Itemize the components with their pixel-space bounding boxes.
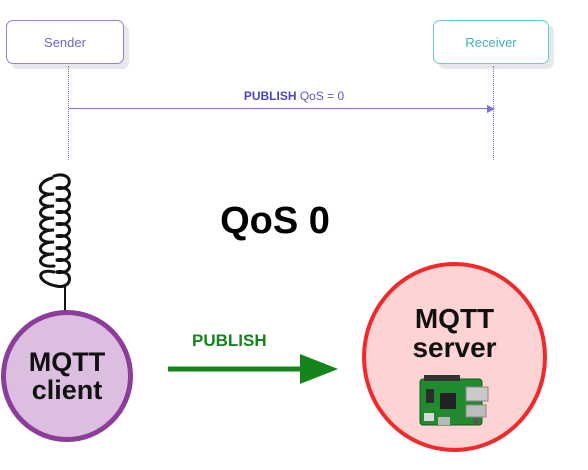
publish-arrow-label: PUBLISH xyxy=(192,331,267,350)
message-rest: QoS = 0 xyxy=(296,89,345,103)
client-line2: client xyxy=(31,375,103,405)
qos-title: QoS 0 xyxy=(220,200,330,242)
receiver-label: Receiver xyxy=(465,34,517,50)
sender-label: Sender xyxy=(44,34,86,50)
server-line1: MQTT xyxy=(414,303,495,334)
client-line1: MQTT xyxy=(28,346,106,377)
sender-box: Sender xyxy=(6,20,124,64)
coil-antenna-icon xyxy=(38,173,71,318)
receiver-box: Receiver xyxy=(433,20,549,64)
sender-lifeline xyxy=(68,66,69,160)
receiver-lifeline xyxy=(493,66,494,160)
raspberry-pi-icon xyxy=(419,374,488,426)
publish-arrow xyxy=(168,354,338,384)
server-line2: server xyxy=(412,332,497,364)
message-bold: PUBLISH xyxy=(243,89,297,103)
publish-message-label: PUBLISH QoS = 0 xyxy=(0,89,588,103)
mqtt-server-node: MQTT server xyxy=(362,262,547,452)
publish-message-line xyxy=(69,108,489,109)
mqtt-client-node: MQTT client xyxy=(1,310,133,442)
publish-message-arrowhead xyxy=(487,105,495,113)
